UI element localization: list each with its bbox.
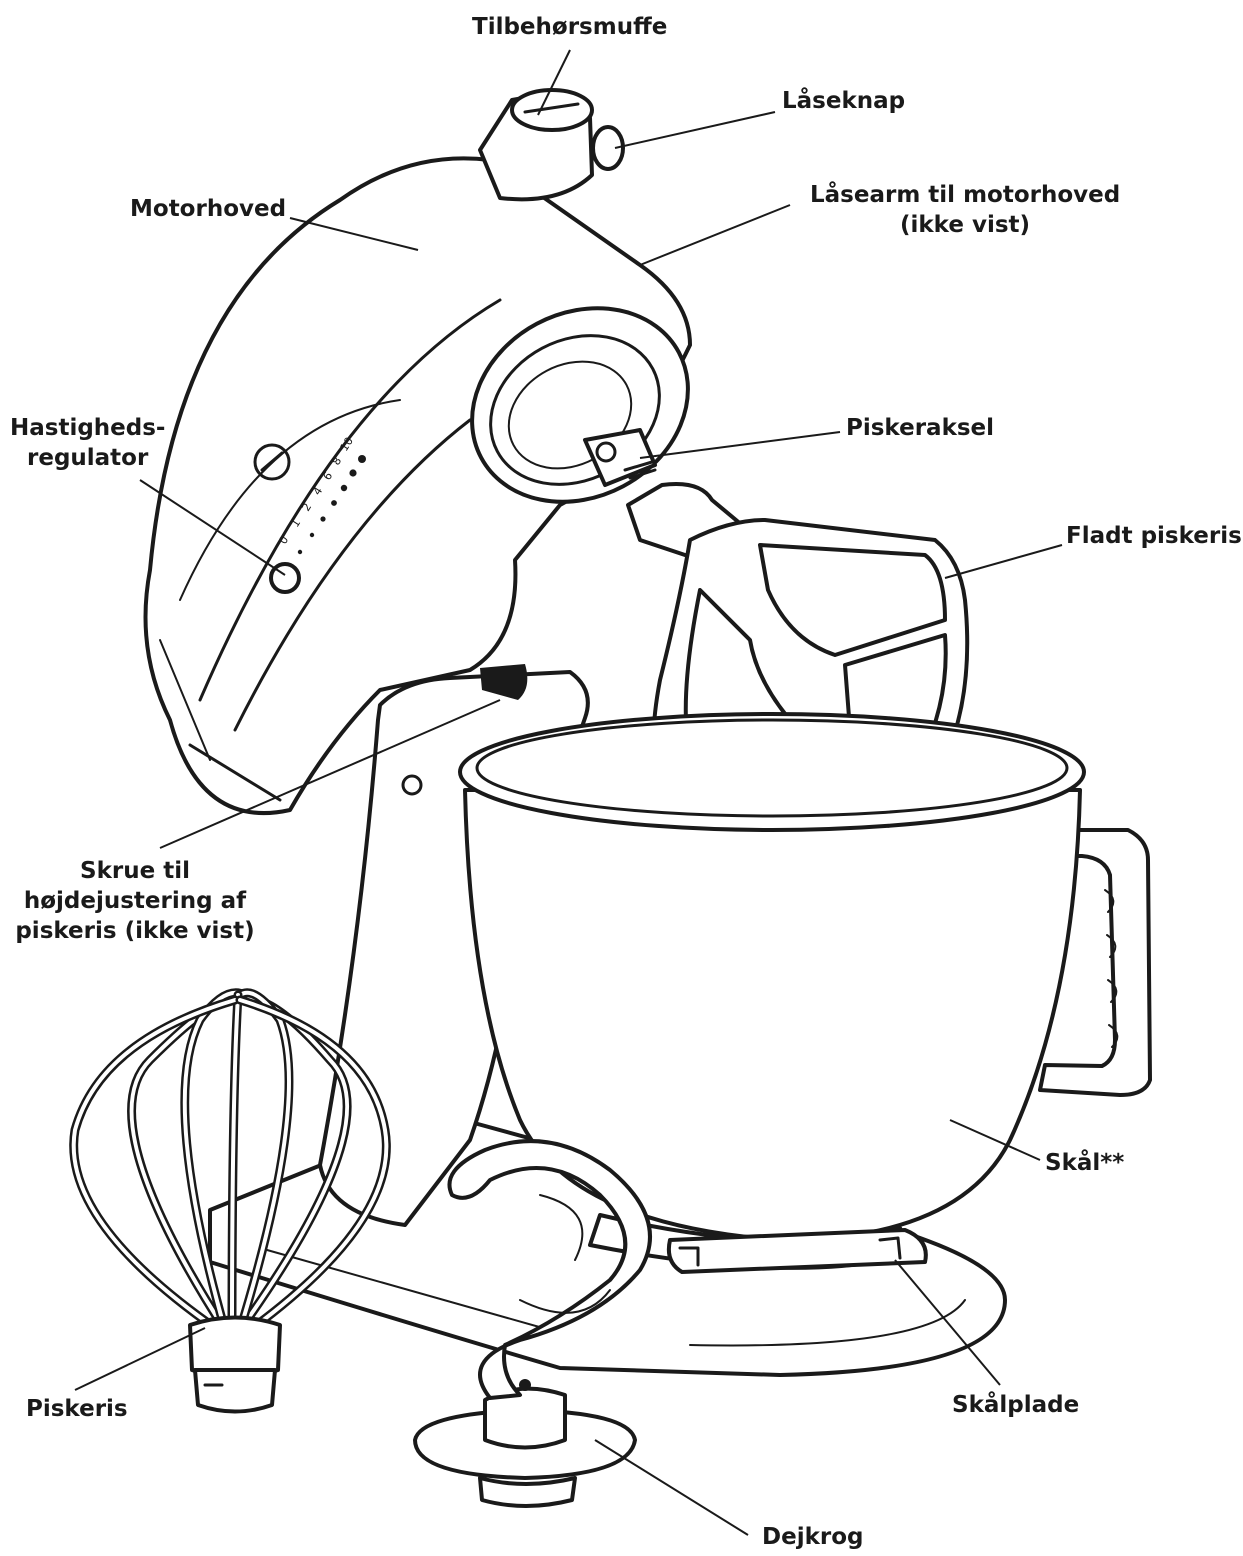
bowl-rim [458,712,1086,832]
leader-whisk [74,1327,206,1391]
leader-flat-beater [944,544,1063,579]
speed-dial-mark-10: 10 [338,435,356,454]
label-head-lock-arm: Låsearm til motorhoved (ikke vist) [810,180,1120,240]
speed-dial-screw-slot [260,451,284,472]
leader-attachment-hub [537,49,571,116]
bowl-rim-inner [475,718,1069,818]
label-attachment-hub: Tilbehørsmuffe [472,14,668,40]
leader-height-screw [159,699,501,849]
label-speed-control-line2: regulator [27,445,149,471]
leader-speed-control [139,479,286,576]
leader-head-lock-arm [639,204,791,266]
attachment-hub-slot [523,102,580,114]
label-height-screw-line3: piskeris (ikke vist) [15,918,255,944]
label-dough-hook: Dejkrog [762,1524,864,1550]
leader-motor-head [289,217,419,251]
label-bowl: Skål** [1045,1150,1125,1176]
height-adjust-screw [480,664,528,700]
leader-dough-hook [594,1439,749,1536]
leader-bowl [949,1119,1041,1161]
label-head-lock-arm-line1: Låsearm til motorhoved [810,182,1121,208]
wire-whip [69,988,391,1335]
label-height-screw-line1: Skrue til [80,858,190,884]
label-flat-beater: Fladt piskeris [1066,523,1242,549]
base-groove [259,1247,966,1347]
attachment-hub-opening [510,88,594,132]
label-height-screw: Skrue til højdejustering af piskeris (ik… [10,856,260,946]
bowl-plate-tabs [678,1236,902,1267]
dough-hook-hole [519,1379,531,1391]
lock-knob [591,125,625,171]
bowl-handle [1038,828,1152,1097]
beater-shaft-hole [595,441,617,463]
label-whisk: Piskeris [26,1396,128,1422]
leader-lock-button [614,111,776,149]
leader-lines [74,49,1063,1536]
label-bowl-plate: Skålplade [952,1392,1080,1418]
flat-beater-window-top [758,543,947,657]
bowl-clamping-plate [666,1228,928,1274]
wire-whip-hub [193,1368,277,1414]
label-beater-shaft: Piskeraksel [846,415,995,441]
beater-shaft-pin [623,460,657,480]
label-speed-control-line1: Hastigheds- [10,415,166,441]
label-motor-head: Motorhoved [130,196,287,222]
leader-beater-shaft [639,431,841,459]
speed-dial-screw [253,443,291,481]
dough-hook-foot [478,1476,577,1508]
motor-head-trim [188,298,502,802]
column-pin [401,774,423,796]
label-lock-button: Låseknap [782,88,906,114]
label-head-lock-arm-line2: (ikke vist) [899,212,1031,238]
label-speed-control: Hastigheds- regulator [10,413,170,473]
dough-hook-spiral [447,1139,652,1400]
label-height-screw-line2: højdejustering af [23,888,247,914]
bowl-handle-ridges [1104,889,1119,1048]
dough-hook-shading [519,1194,611,1314]
leader-bowl-plate [894,1259,1001,1386]
